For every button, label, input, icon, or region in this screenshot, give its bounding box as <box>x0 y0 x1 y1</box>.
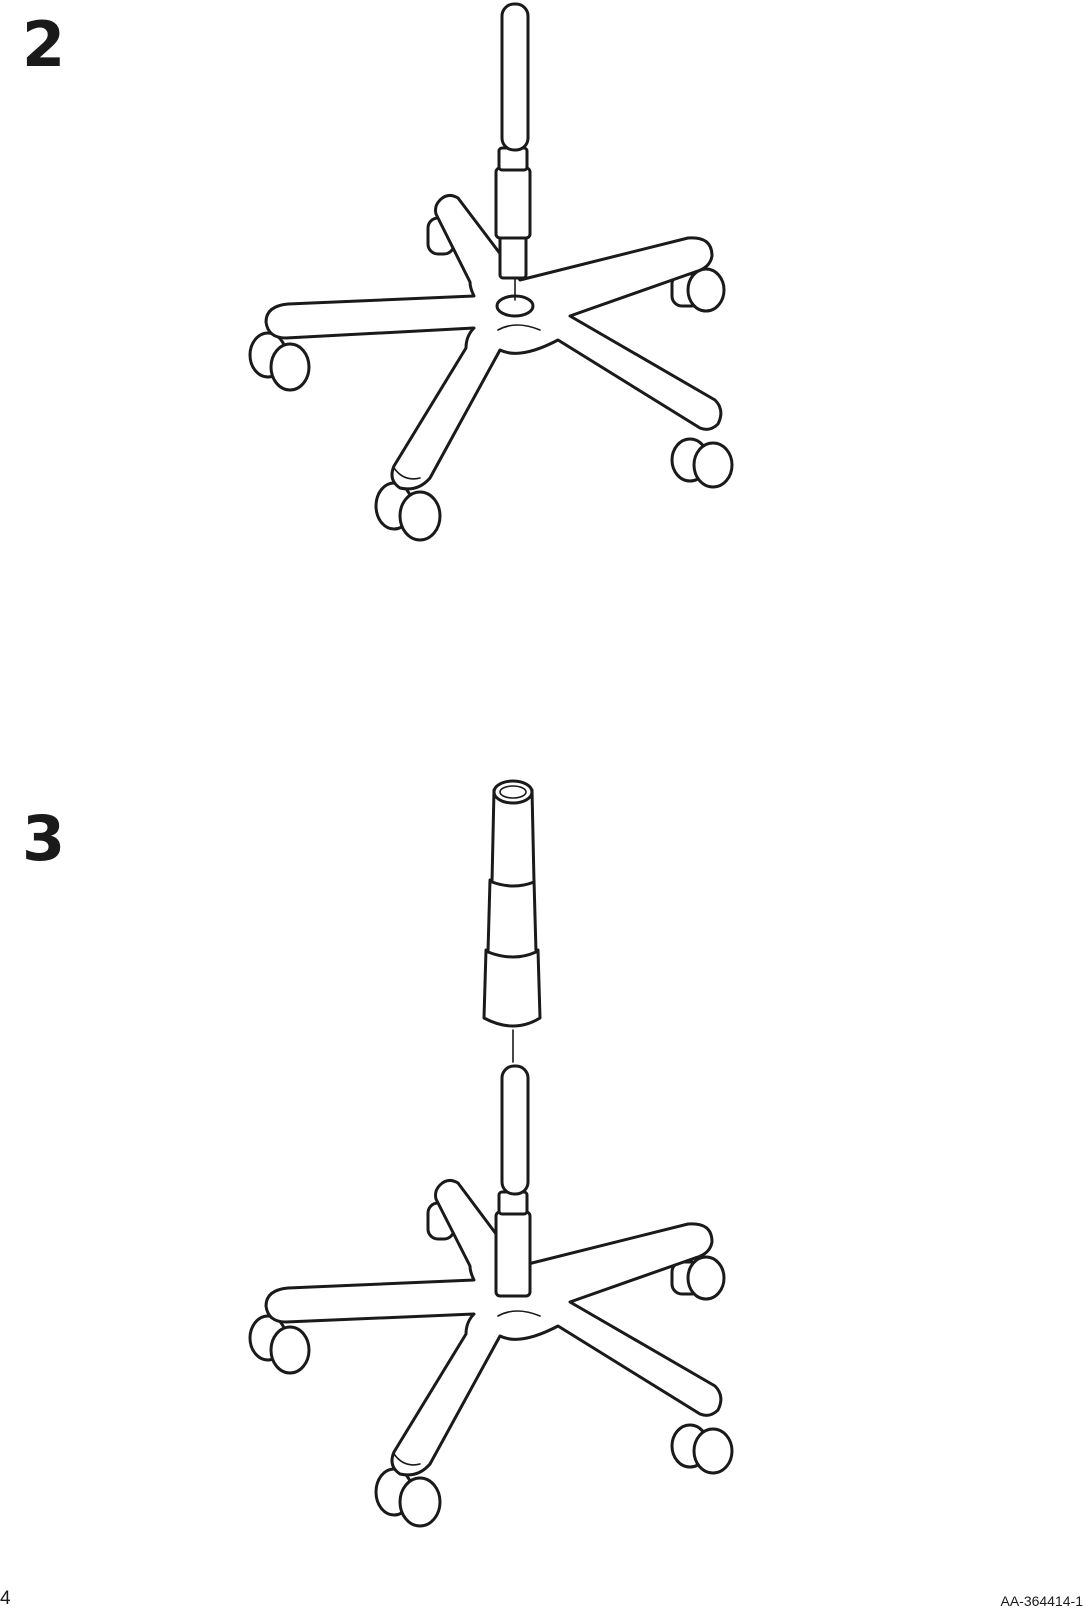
caster-front-right <box>672 439 732 487</box>
document-code: AA-364414-1 <box>1000 1593 1083 1609</box>
cylinder-cover-tube <box>484 781 540 1026</box>
installed-gas-cylinder <box>496 1066 530 1296</box>
step-3-cylinder-cover-illustration <box>0 770 1083 1540</box>
gas-cylinder <box>496 4 530 278</box>
page-number: 4 <box>0 1588 11 1610</box>
star-base <box>266 195 721 488</box>
caster-left <box>250 333 309 390</box>
caster-front <box>376 483 440 540</box>
star-base <box>266 1180 721 1474</box>
step-2-base-cylinder-illustration <box>0 0 1083 560</box>
